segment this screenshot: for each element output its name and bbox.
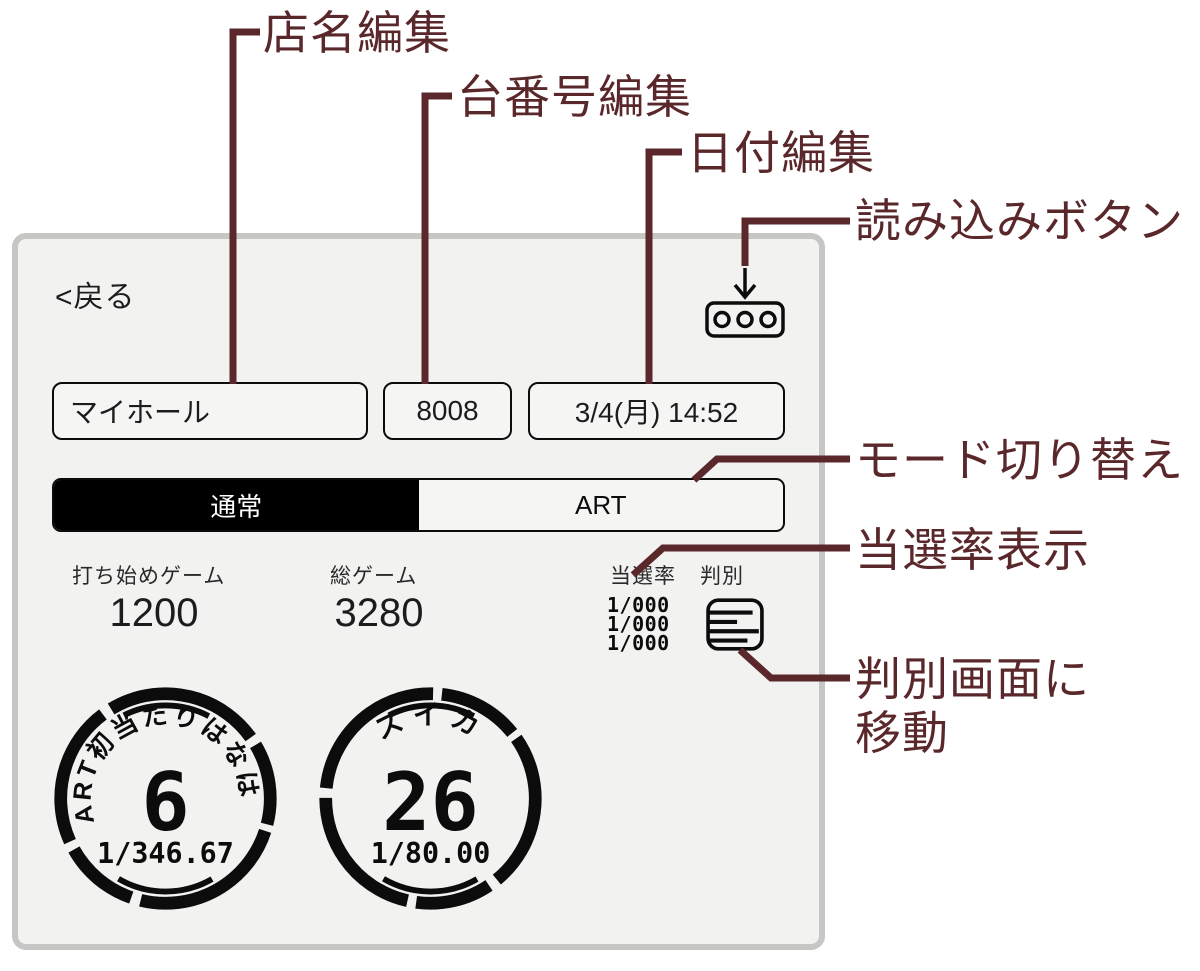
- download-into-tray-icon: [705, 268, 785, 338]
- gauge-ring: [54, 687, 277, 910]
- gauge-inner-ring: [334, 702, 527, 895]
- win-rate-rows: 1/000 1/000 1/000: [607, 593, 670, 655]
- annotation-win-rate-display: 当選率表示: [855, 524, 1090, 576]
- gauge-value: 26: [382, 755, 479, 849]
- gauge-value: 6: [141, 755, 189, 849]
- date-field[interactable]: 3/4(月) 14:52: [528, 382, 785, 440]
- annotation-go-to-discrimination-line1: 判別画面に: [855, 653, 1090, 705]
- win-rate-row: 1/000: [607, 631, 670, 655]
- gauge-ring: [319, 687, 542, 910]
- annotation-mode-switch: モード切り替え: [855, 434, 1184, 486]
- list-lines-icon: [706, 598, 764, 651]
- gauge-suika: スイカ 26 1/80.00: [313, 681, 548, 916]
- back-button[interactable]: <戻る: [55, 281, 136, 314]
- mode-toggle: 通常 ART: [52, 478, 785, 532]
- win-rate-row: 1/000: [607, 593, 670, 617]
- annotation-load-button: 読み込みボタン: [855, 195, 1184, 247]
- annotation-go-to-discrimination-line2: 移動: [855, 707, 949, 760]
- discrimination-button[interactable]: [706, 595, 764, 653]
- annotation-store-name-edit: 店名編集: [263, 7, 451, 59]
- win-rate-label: 当選率: [610, 565, 676, 588]
- store-name-field[interactable]: マイホール: [52, 382, 368, 440]
- start-games-label: 打ち始めゲーム: [72, 565, 226, 588]
- load-button[interactable]: [705, 266, 785, 340]
- mode-toggle-art[interactable]: ART: [574, 489, 627, 520]
- gauge-art-first-hit: ART初当たりはなは 6 1/346.67: [48, 681, 283, 916]
- gauge-inner-ring: [69, 702, 262, 895]
- annotation-date-edit: 日付編集: [687, 127, 875, 179]
- annotation-go-to-discrimination: 判別画面に 移動: [855, 652, 1090, 761]
- mode-toggle-normal[interactable]: 通常: [54, 480, 419, 530]
- start-games-value: 1200: [109, 591, 199, 635]
- win-rate-row: 1/000: [607, 612, 670, 636]
- gauge-rate: 1/346.67: [97, 837, 234, 870]
- machine-number-field[interactable]: 8008: [383, 382, 512, 440]
- total-games-label: 総ゲーム: [330, 565, 418, 588]
- discrimination-label: 判別: [700, 565, 744, 588]
- gauge-rate: 1/80.00: [371, 837, 491, 870]
- total-games-value: 3280: [334, 591, 424, 635]
- annotation-machine-number-edit: 台番号編集: [457, 71, 692, 123]
- app-panel: <戻る マイホール 8008 3/4(月) 14:52 通常 ART 打ち始めゲ…: [12, 233, 825, 950]
